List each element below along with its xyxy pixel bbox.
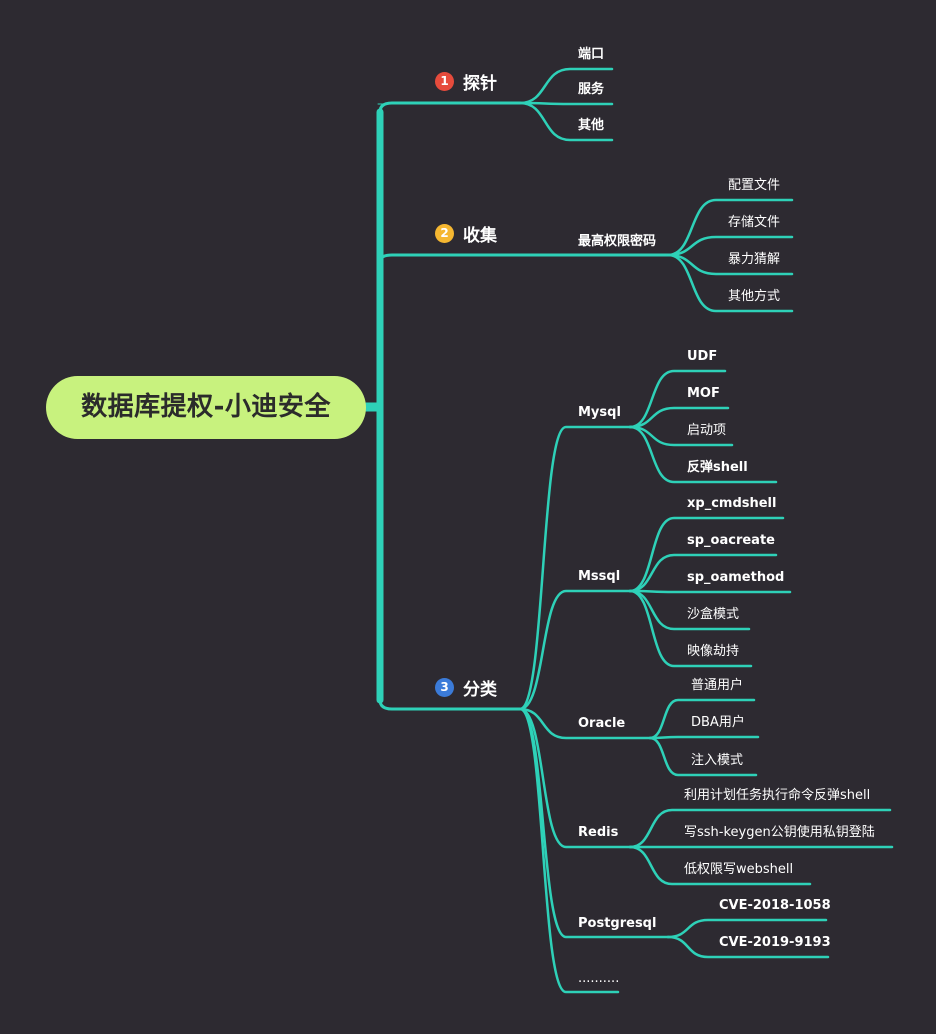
leaf-low-priv-webshell[interactable]: 低权限写webshell xyxy=(684,862,794,877)
branch-probe[interactable]: 1 探针 xyxy=(435,68,497,94)
node-highest-password[interactable]: 最高权限密码 xyxy=(578,234,657,249)
category-child-line xyxy=(518,707,670,939)
leaf-startup-item[interactable]: 启动项 xyxy=(687,423,727,438)
category-child-line xyxy=(518,707,632,849)
leaf-image-hijack[interactable]: 映像劫持 xyxy=(687,644,740,659)
branch-category-line xyxy=(378,698,522,711)
branch-category[interactable]: 3 分类 xyxy=(435,674,497,700)
node-other[interactable]: 其他 xyxy=(578,118,605,133)
category-child-line xyxy=(518,707,652,740)
mssql-leaf-line xyxy=(628,516,785,593)
category-child-line xyxy=(518,425,632,711)
node-postgresql[interactable]: Postgresql xyxy=(578,916,657,931)
node-redis[interactable]: Redis xyxy=(578,825,619,840)
mysql-leaf-line xyxy=(628,369,727,429)
node-mysql[interactable]: Mysql xyxy=(578,405,621,420)
redis-leaf-line xyxy=(628,808,892,849)
leaf-cve-2018-1058[interactable]: CVE-2018-1058 xyxy=(719,898,831,913)
probe-child-line xyxy=(518,101,614,142)
leaf-udf[interactable]: UDF xyxy=(687,349,718,364)
branch-label: 分类 xyxy=(463,679,497,700)
node-mssql[interactable]: Mssql xyxy=(578,569,621,584)
leaf-cron-reverse-shell[interactable]: 利用计划任务执行命令反弹shell xyxy=(684,788,871,803)
mssql-leaf-line xyxy=(628,553,778,593)
leaf-sp-oacreate[interactable]: sp_oacreate xyxy=(687,533,775,548)
collect-leaf-line xyxy=(666,253,794,313)
oracle-leaf-line xyxy=(648,735,760,740)
leaf-xp-cmdshell[interactable]: xp_cmdshell xyxy=(687,496,777,511)
leaf-mof[interactable]: MOF xyxy=(687,386,720,401)
leaf-storage-file[interactable]: 存储文件 xyxy=(728,215,781,230)
number-badge-icon: 1 xyxy=(435,71,454,91)
probe-child-line xyxy=(518,101,614,106)
branch-collect-line xyxy=(378,253,674,264)
root-node[interactable]: 数据库提权-小迪安全 xyxy=(46,376,366,439)
mssql-leaf-line xyxy=(628,589,753,668)
category-child-line xyxy=(518,707,620,994)
leaf-brute-force[interactable]: 暴力猜解 xyxy=(728,252,781,267)
node-port[interactable]: 端口 xyxy=(578,47,605,62)
probe-child-line xyxy=(518,67,614,105)
node-oracle[interactable]: Oracle xyxy=(578,716,626,731)
node-more[interactable]: .......... xyxy=(578,971,620,986)
collect-leaf-line xyxy=(666,198,794,257)
leaf-ssh-keygen[interactable]: 写ssh-keygen公钥使用私钥登陆 xyxy=(684,825,875,840)
number-badge-icon: 2 xyxy=(435,223,454,243)
leaf-cve-2019-9193[interactable]: CVE-2019-9193 xyxy=(719,935,831,950)
category-child-line xyxy=(518,589,632,711)
number-badge-icon: 3 xyxy=(435,677,454,697)
branch-collect[interactable]: 2 收集 xyxy=(435,220,497,246)
leaf-dba-user[interactable]: DBA用户 xyxy=(691,715,745,730)
oracle-leaf-line xyxy=(648,698,756,740)
mysql-leaf-line xyxy=(628,425,778,484)
mysql-leaf-line xyxy=(628,406,730,429)
leaf-normal-user[interactable]: 普通用户 xyxy=(691,678,744,693)
collect-leaf-line xyxy=(666,235,794,257)
leaf-config-file[interactable]: 配置文件 xyxy=(728,178,781,193)
redis-leaf-line xyxy=(628,845,812,886)
mssql-leaf-line xyxy=(628,589,792,594)
leaf-sandbox-mode[interactable]: 沙盒模式 xyxy=(687,607,740,622)
branch-label: 探针 xyxy=(463,73,497,94)
oracle-leaf-line xyxy=(648,736,758,777)
leaf-other-methods[interactable]: 其他方式 xyxy=(728,289,781,304)
branch-probe-line xyxy=(378,101,522,114)
leaf-reverse-shell[interactable]: 反弹shell xyxy=(687,460,748,475)
node-service[interactable]: 服务 xyxy=(578,82,605,97)
branch-label: 收集 xyxy=(463,225,497,246)
leaf-injection-mode[interactable]: 注入模式 xyxy=(691,753,744,768)
postgresql-leaf-line xyxy=(666,935,830,959)
leaf-sp-oamethod[interactable]: sp_oamethod xyxy=(687,570,785,585)
